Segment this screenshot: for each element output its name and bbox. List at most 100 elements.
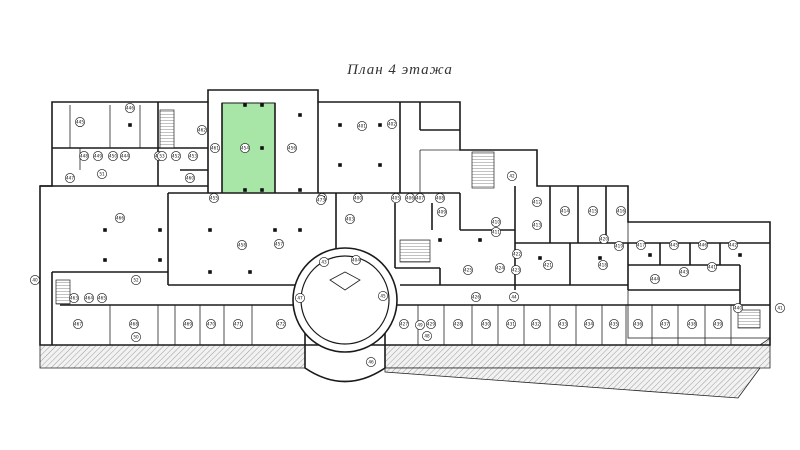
room-marker-461[interactable]: 461 [210, 143, 220, 153]
room-marker-422[interactable]: 422 [512, 249, 522, 259]
room-marker-443[interactable]: 443 [679, 267, 689, 277]
room-marker-425[interactable]: 425 [463, 265, 473, 275]
room-marker-431[interactable]: 431 [506, 319, 516, 329]
room-marker-473[interactable]: 473 [316, 195, 326, 205]
room-marker-400[interactable]: 400 [353, 193, 363, 203]
room-marker-441[interactable]: 441 [707, 262, 717, 272]
room-marker-435[interactable]: 435 [609, 319, 619, 329]
room-marker-40[interactable]: 40 [30, 275, 40, 285]
room-marker-467[interactable]: 467 [73, 319, 83, 329]
room-marker-464[interactable]: 464 [84, 293, 94, 303]
room-marker-408[interactable]: 408 [435, 193, 445, 203]
room-marker-433[interactable]: 433 [558, 319, 568, 329]
room-marker-471b[interactable]: 471 [233, 319, 243, 329]
room-marker-416[interactable]: 416 [616, 206, 626, 216]
room-marker-457[interactable]: 457 [274, 239, 284, 249]
room-marker-456[interactable]: 456 [287, 143, 297, 153]
room-number: 432 [532, 322, 540, 327]
room-marker-445b[interactable]: 445 [669, 240, 679, 250]
room-marker-465[interactable]: 465 [97, 293, 107, 303]
room-marker-415[interactable]: 415 [588, 206, 598, 216]
room-marker-424[interactable]: 424 [495, 263, 505, 273]
room-marker-462[interactable]: 462 [197, 125, 207, 135]
room-marker-circle [351, 255, 361, 265]
room-marker-428[interactable]: 428 [453, 319, 463, 329]
room-marker-429[interactable]: 429 [426, 319, 436, 329]
room-marker-402[interactable]: 402 [387, 119, 397, 129]
room-marker-463[interactable]: 463 [69, 293, 79, 303]
room-marker-409[interactable]: 409 [437, 207, 447, 217]
room-marker-454[interactable]: 454 [240, 143, 250, 153]
room-marker-401[interactable]: 401 [357, 121, 367, 131]
room-marker-470[interactable]: 470 [206, 319, 216, 329]
room-marker-472[interactable]: 472 [276, 319, 286, 329]
room-number: 453 [189, 154, 197, 159]
room-marker-41[interactable]: 41 [775, 303, 785, 313]
room-marker-51[interactable]: 51 [97, 169, 107, 179]
room-marker-432[interactable]: 432 [531, 319, 541, 329]
room-marker-412[interactable]: 412 [532, 197, 542, 207]
room-marker-53[interactable]: 53 [157, 151, 167, 161]
room-marker-52[interactable]: 52 [131, 275, 141, 285]
room-marker-circle [97, 169, 107, 179]
room-marker-449[interactable]: 449 [93, 151, 103, 161]
room-marker-49[interactable]: 49 [415, 320, 425, 330]
room-marker-440[interactable]: 440 [733, 303, 743, 313]
room-marker-circle [188, 151, 198, 161]
room-marker-469[interactable]: 469 [183, 319, 193, 329]
room-marker-452[interactable]: 452 [171, 151, 181, 161]
room-marker-450[interactable]: 450 [108, 151, 118, 161]
room-marker-404[interactable]: 404 [351, 255, 361, 265]
room-marker-417[interactable]: 417 [636, 240, 646, 250]
room-marker-418[interactable]: 418 [598, 260, 608, 270]
column-marker [243, 188, 247, 192]
room-marker-414[interactable]: 414 [560, 206, 570, 216]
room-marker-421[interactable]: 421 [543, 260, 553, 270]
room-marker-439[interactable]: 439 [713, 319, 723, 329]
room-marker-430[interactable]: 430 [481, 319, 491, 329]
room-marker-436[interactable]: 436 [633, 319, 643, 329]
room-marker-405[interactable]: 405 [391, 193, 401, 203]
room-marker-437[interactable]: 437 [660, 319, 670, 329]
room-marker-466[interactable]: 466 [115, 213, 125, 223]
room-marker-411[interactable]: 411 [491, 227, 501, 237]
room-marker-44[interactable]: 44 [509, 292, 519, 302]
room-marker-453[interactable]: 453 [188, 151, 198, 161]
room-number: 435 [610, 322, 618, 327]
room-marker-447[interactable]: 447 [65, 173, 75, 183]
room-marker-446b[interactable]: 446 [698, 240, 708, 250]
room-number: 465 [98, 296, 106, 301]
room-marker-442[interactable]: 442 [728, 240, 738, 250]
room-marker-407[interactable]: 407 [415, 193, 425, 203]
room-marker-406[interactable]: 406 [405, 193, 415, 203]
room-marker-444[interactable]: 444 [120, 151, 130, 161]
room-marker-403[interactable]: 403 [345, 214, 355, 224]
room-marker-434[interactable]: 434 [584, 319, 594, 329]
room-number: 40 [32, 278, 38, 283]
room-marker-50[interactable]: 50 [131, 332, 141, 342]
room-marker-446[interactable]: 446 [125, 103, 135, 113]
room-number: 50 [133, 335, 139, 340]
room-marker-426[interactable]: 426 [471, 292, 481, 302]
room-marker-444[interactable]: 444 [650, 274, 660, 284]
room-marker-438[interactable]: 438 [687, 319, 697, 329]
room-marker-420[interactable]: 420 [599, 234, 609, 244]
room-marker-419[interactable]: 419 [614, 241, 624, 251]
room-marker-468[interactable]: 468 [129, 319, 139, 329]
room-marker-45[interactable]: 45 [378, 291, 388, 301]
room-marker-455[interactable]: 455 [209, 193, 219, 203]
room-marker-445[interactable]: 445 [75, 117, 85, 127]
room-marker-410[interactable]: 410 [491, 217, 501, 227]
room-marker-460[interactable]: 460 [185, 173, 195, 183]
room-marker-48[interactable]: 48 [422, 331, 432, 341]
room-marker-458[interactable]: 458 [237, 240, 247, 250]
room-marker-423[interactable]: 423 [511, 265, 521, 275]
room-marker-413[interactable]: 413 [532, 220, 542, 230]
room-marker-427[interactable]: 427 [399, 319, 409, 329]
room-marker-46[interactable]: 46 [366, 357, 376, 367]
room-number: 455 [210, 196, 218, 201]
room-marker-43[interactable]: 43 [319, 257, 329, 267]
room-marker-448[interactable]: 448 [79, 151, 89, 161]
room-marker-47[interactable]: 47 [295, 293, 305, 303]
room-marker-42[interactable]: 42 [507, 171, 517, 181]
